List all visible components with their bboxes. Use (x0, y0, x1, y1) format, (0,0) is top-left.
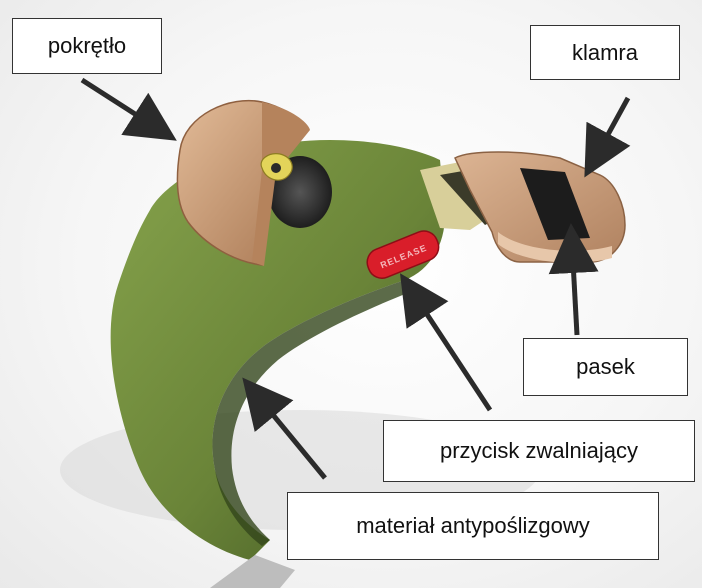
label-buckle-text: klamra (572, 42, 638, 64)
label-release-button-text: przycisk zwalniający (440, 440, 638, 462)
label-strap-text: pasek (576, 356, 635, 378)
label-strap: pasek (523, 338, 688, 396)
label-knob: pokrętło (12, 18, 162, 74)
label-anti-slip-material: materiał antypoślizgowy (287, 492, 659, 560)
label-anti-slip-material-text: materiał antypoślizgowy (356, 515, 590, 537)
arrow-to-knob (82, 80, 160, 130)
device-base (210, 555, 295, 588)
knob-pin (271, 163, 281, 173)
label-knob-text: pokrętło (48, 35, 126, 57)
label-release-button: przycisk zwalniający (383, 420, 695, 482)
label-buckle: klamra (530, 25, 680, 80)
arrow-to-release-button (411, 290, 490, 410)
arrow-to-buckle (594, 98, 628, 160)
